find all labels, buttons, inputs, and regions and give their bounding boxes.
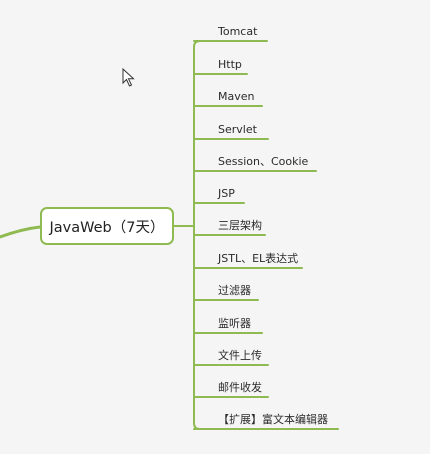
branch-label-mail[interactable]: 邮件收发 <box>218 381 262 394</box>
branch-label-maven[interactable]: Maven <box>218 90 255 103</box>
branch-label-rich-text-editor[interactable]: 【扩展】富文本编辑器 <box>218 413 328 426</box>
branch-label-three-tier[interactable]: 三层架构 <box>218 219 262 232</box>
central-topic-label: JavaWeb（7天） <box>49 219 165 236</box>
mouse-pointer-icon <box>122 68 135 87</box>
branch-label-session-cookie[interactable]: Session、Cookie <box>218 155 309 168</box>
branch-label-file-upload[interactable]: 文件上传 <box>218 349 262 362</box>
branch-label-http[interactable]: Http <box>218 58 242 71</box>
branch-label-servlet[interactable]: Servlet <box>218 123 257 136</box>
branch-label-filter[interactable]: 过滤器 <box>218 284 251 297</box>
central-topic-node[interactable]: JavaWeb（7天） <box>40 207 174 245</box>
branch-label-tomcat[interactable]: Tomcat <box>218 25 258 38</box>
branch-label-jsp[interactable]: JSP <box>218 187 235 200</box>
branch-label-jstl-el[interactable]: JSTL、EL表达式 <box>218 252 299 265</box>
branch-label-listener[interactable]: 监听器 <box>218 317 251 330</box>
parent-connector <box>0 225 42 239</box>
